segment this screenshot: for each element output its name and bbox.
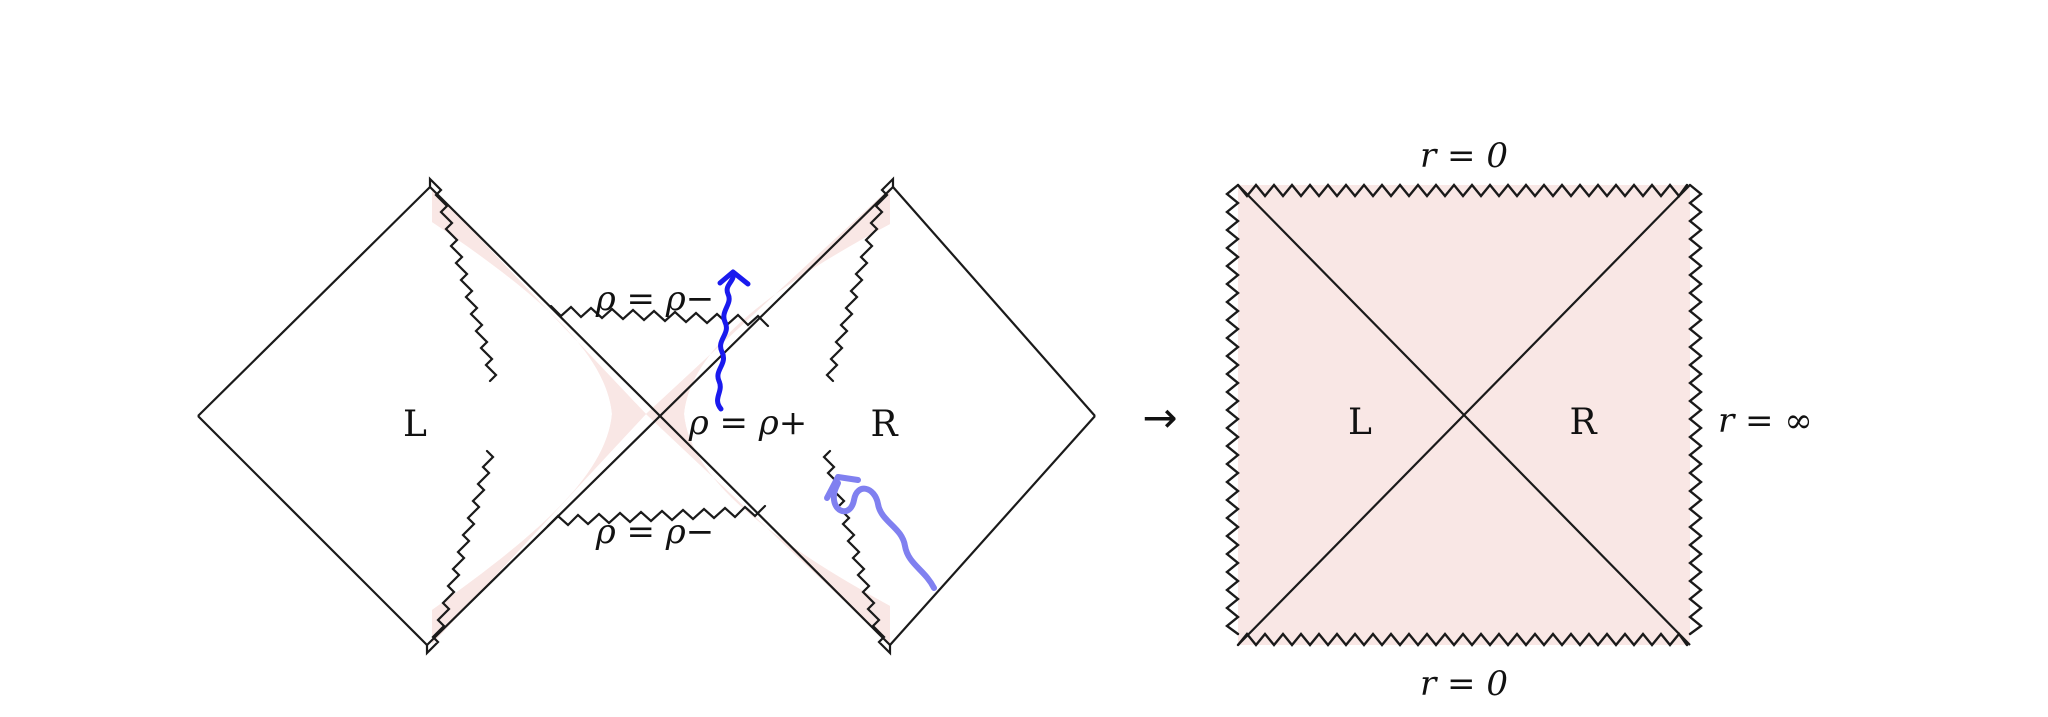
right-right-zigzag-boundary [1688,183,1703,636]
left-diagram-null-boundaries [197,186,1096,646]
left-diagram-region-L-label: L [403,404,427,445]
left-diamond-lower-left-edge [197,415,428,646]
left-diagram-region-R-label: R [870,404,898,445]
left-inner-diagonal-up [426,186,894,646]
left-diamond-upper-left-edge [197,186,431,417]
right-diagram-bottom-boundary-label: r = 0 [1420,664,1508,704]
left-pink-region [432,188,890,644]
left-diagram-squiggles [715,269,937,591]
right-penrose-diagram: r = 0 r = 0 r = ∞ L R [1225,136,1813,704]
right-diamond-upper-right-edge [892,186,1096,417]
right-diamond-lower-right-edge [889,415,1096,646]
lower-center-wavy-singularity [546,504,767,528]
left-diagram-singularity-zigzags [425,176,895,656]
right-diagram-region-R-label: R [1569,402,1597,443]
right-diagram-top-boundary-label: r = 0 [1420,136,1508,176]
upper-center-wavy-singularity [549,304,770,328]
dark-blue-arrowhead-icon [717,269,751,287]
right-diagram-singularity-borders [1225,183,1703,647]
right-diagram-horizons [1237,184,1691,646]
upper-right-staircase-singularity [825,176,895,383]
lower-left-staircase-singularity [425,449,495,656]
left-diagram-inner-horizon-top-label: ρ = ρ− [595,279,715,319]
right-left-zigzag-boundary [1225,183,1240,636]
left-diagram-outer-horizon-label: ρ = ρ+ [688,403,808,443]
dark-blue-zigzag-arrow-icon [715,271,736,412]
transition-arrow-icon: → [1142,393,1177,442]
left-diagram-inner-horizon-bottom-label: ρ = ρ− [595,512,715,552]
right-diagonal-up [1237,184,1691,646]
right-diagram-right-boundary-label: r = ∞ [1718,401,1813,441]
light-blue-wave-arrow-icon [830,480,937,591]
left-penrose-diagram: L R ρ = ρ− ρ = ρ− ρ = ρ+ [197,176,1096,656]
light-blue-arrowhead-icon [824,474,861,501]
right-diagram-region-L-label: L [1348,402,1372,443]
upper-left-staircase-singularity [428,176,498,383]
right-bottom-zigzag-singularity [1236,632,1689,647]
right-top-zigzag-singularity [1236,183,1689,198]
